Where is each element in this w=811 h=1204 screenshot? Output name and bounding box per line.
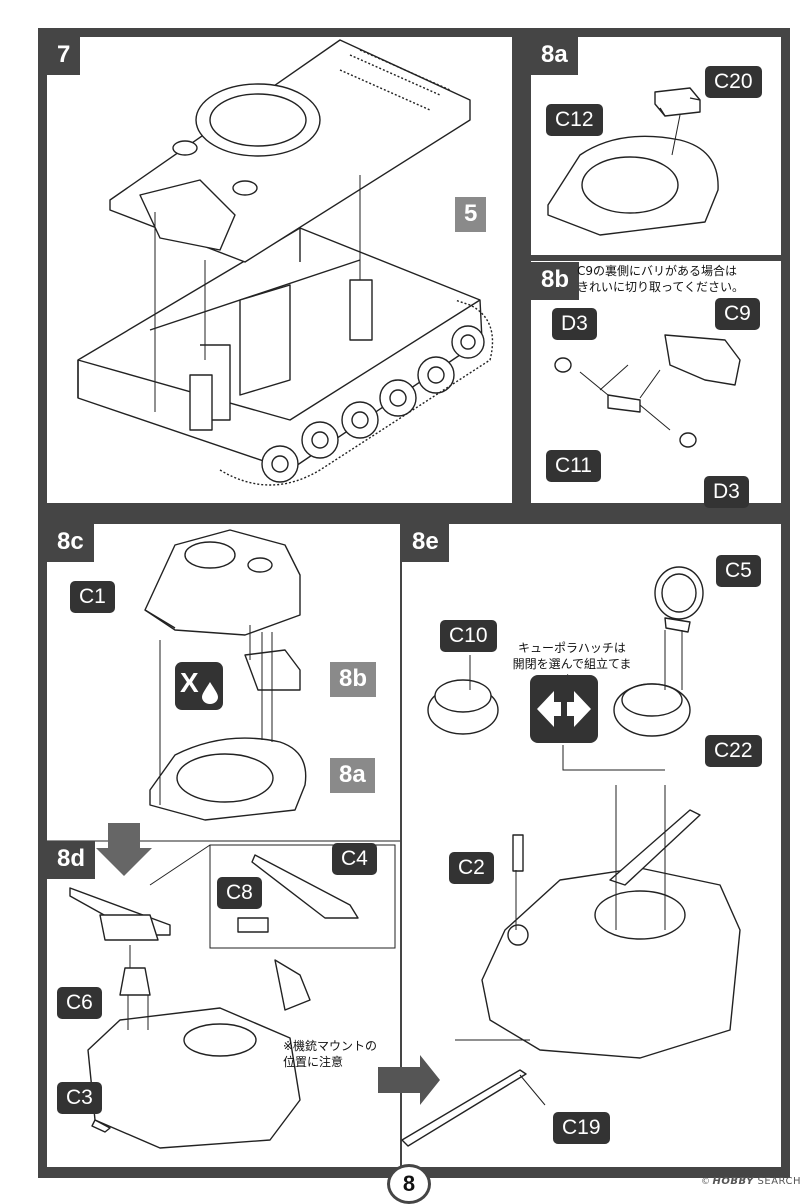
gun-mount-parts (554, 334, 741, 448)
note-c9-burr: C9の裏側にバリがある場合は きれいに切り取ってください。 (577, 264, 745, 294)
step-8e-tab: 8e (402, 524, 449, 562)
machine-gun-parts (69, 854, 359, 1011)
barrel-part (401, 1069, 527, 1147)
part-label-c5: C5 (716, 555, 761, 587)
part-label-c12: C12 (546, 104, 603, 136)
watermark-suffix: SEARCH (757, 1176, 801, 1187)
turret-upper-part (144, 529, 307, 821)
step-8c-tab: 8c (47, 524, 94, 562)
step-7-tab: 7 (47, 37, 81, 75)
part-label-c2: C2 (449, 852, 494, 884)
part-label-c20: C20 (705, 66, 762, 98)
part-label-d3-bottom: D3 (704, 476, 749, 508)
part-label-d3-top: D3 (552, 308, 597, 340)
watermark-brand: HOBBY (712, 1176, 754, 1187)
ref-step-8b: 8b (330, 662, 377, 697)
hull-upper-part (109, 39, 471, 263)
turret-floor-part (547, 87, 719, 236)
watermark: ©HOBBY SEARCH (701, 1176, 801, 1187)
part-label-c6: C6 (57, 987, 102, 1019)
part-label-c8: C8 (217, 877, 262, 909)
part-label-c1: C1 (70, 581, 115, 613)
part-label-c11: C11 (546, 450, 601, 482)
turret-assembled-8e (481, 809, 741, 1059)
note-gun-mount-position: ※機銃マウントの 位置に注意 (283, 1039, 378, 1069)
part-label-c4: C4 (332, 843, 377, 875)
no-glue-icon: X (175, 662, 223, 710)
ref-step-5: 5 (455, 197, 487, 232)
step-8b-tab: 8b (531, 262, 580, 300)
part-label-c22: C22 (705, 735, 762, 767)
turret-assembled-8d (87, 1007, 301, 1149)
glue-drop-icon (202, 682, 218, 704)
step-arrows (96, 823, 440, 1105)
page-number: 8 (387, 1164, 431, 1204)
part-label-c19: C19 (553, 1112, 610, 1144)
step-8a-tab: 8a (531, 37, 578, 75)
ref-step-8a: 8a (330, 758, 375, 793)
part-label-c3: C3 (57, 1082, 102, 1114)
double-arrow-icon (537, 691, 591, 727)
watermark-copyright: © (701, 1177, 711, 1187)
cupola-parts (427, 566, 704, 737)
hull-lower-part (77, 227, 483, 471)
note-cupola-hatch: キューポラハッチは 開閉を選んで組立てます。 (512, 641, 632, 687)
open-close-choice-icon (530, 675, 598, 743)
step-8d-tab: 8d (47, 841, 96, 879)
no-glue-symbol: X (180, 667, 199, 698)
part-label-c10: C10 (440, 620, 497, 652)
road-wheels (219, 299, 494, 486)
part-label-c9: C9 (715, 298, 760, 330)
assembly-lines (47, 114, 683, 1106)
